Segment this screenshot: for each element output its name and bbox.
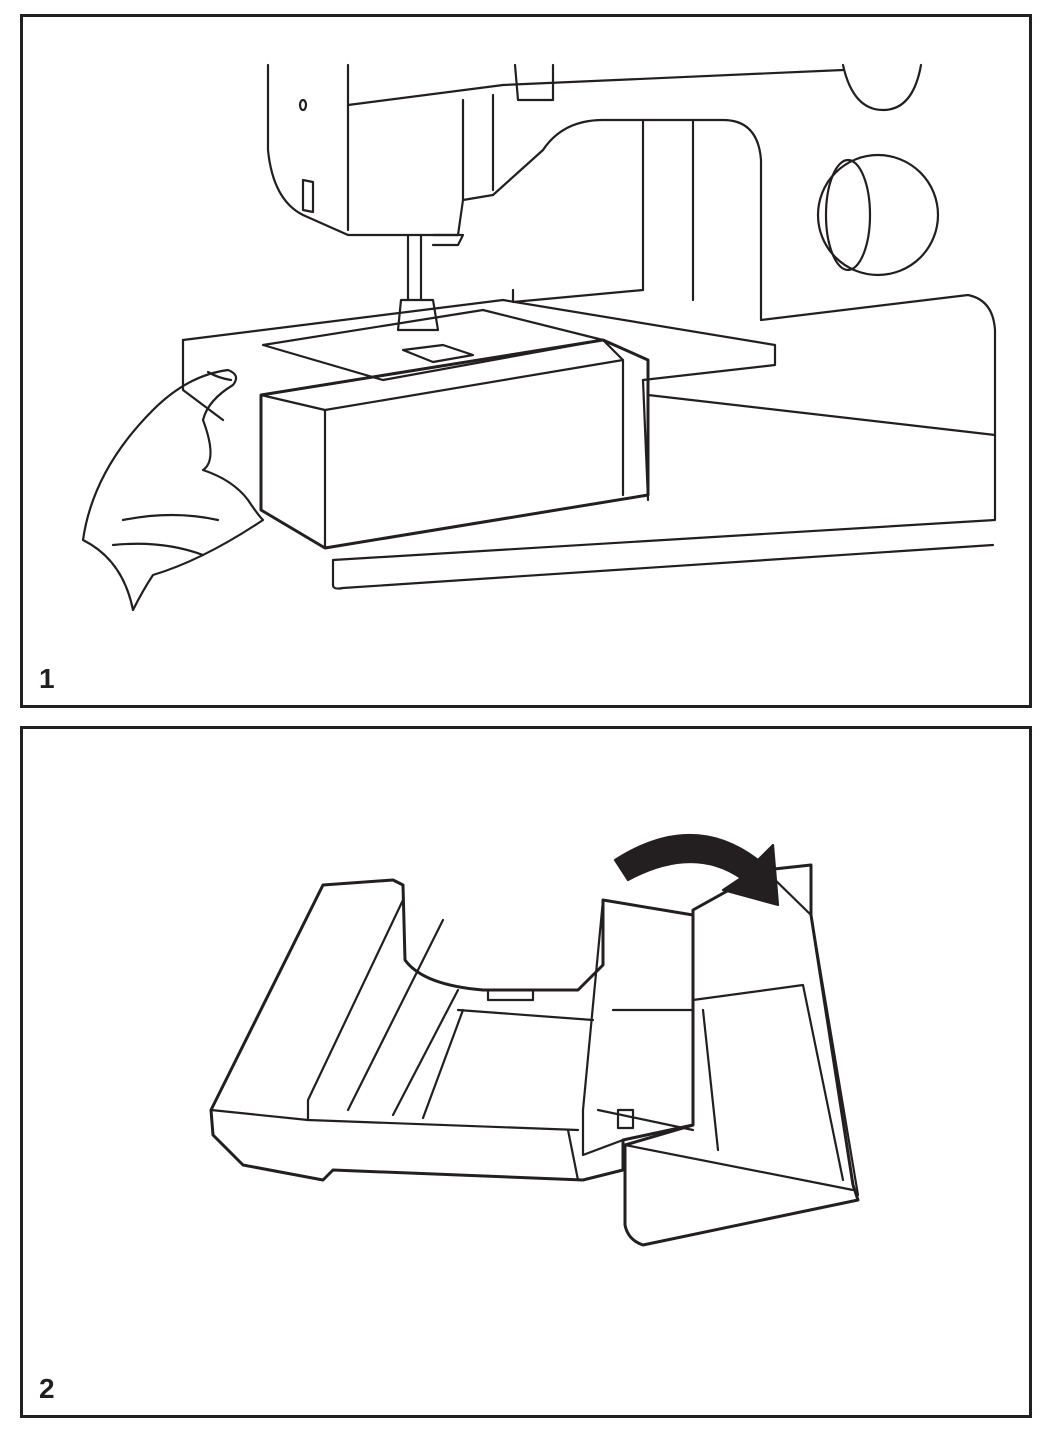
- figure-number-2: 2: [39, 1373, 55, 1404]
- box-body: [209, 878, 695, 1182]
- figure-panel-1: 1: [20, 14, 1032, 708]
- sewing-machine-illustration: [81, 63, 997, 612]
- box-lid-open: [623, 863, 860, 1247]
- hand: [81, 368, 265, 612]
- machine-head: [266, 63, 845, 322]
- presser-foot: [396, 233, 465, 332]
- figure-panel-2: 2: [20, 726, 1032, 1418]
- accessory-box: [259, 338, 650, 550]
- rotation-arrow-icon: [613, 834, 780, 907]
- handwheel: [816, 63, 940, 277]
- machine-base: [181, 288, 997, 590]
- figure-number-1: 1: [39, 663, 55, 694]
- accessory-box-illustration: [209, 834, 860, 1247]
